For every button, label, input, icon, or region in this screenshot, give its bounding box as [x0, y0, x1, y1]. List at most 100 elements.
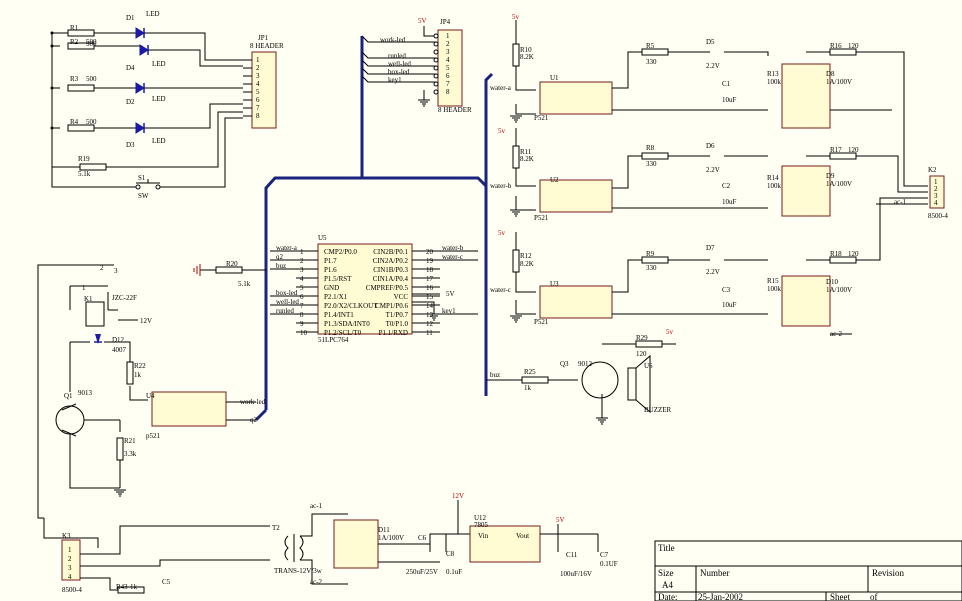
size-value: A4 [662, 580, 673, 590]
jp4-pin-terminal-7 [433, 81, 439, 87]
label-r17: R17 [830, 146, 842, 154]
u5-pin-13: 13 [426, 311, 434, 319]
revision-label: Revision [872, 568, 905, 578]
label-c11: C11 [566, 551, 578, 559]
label-d11: D11 [378, 526, 390, 534]
u5-pin-name-11: P1.1/RXD [379, 329, 408, 337]
label-jp1: JP1 [258, 34, 269, 42]
ac-channel-b: R8 330 D6 2.2V C2 10uF R14 100k D9 1A/10… [612, 142, 928, 217]
u5-pin-name-19: CIN2A/P0.2 [373, 257, 409, 265]
bus-right-top [484, 72, 494, 186]
label-r10: R10 [520, 46, 532, 54]
label-r21-value: 3.3k [124, 450, 137, 458]
u5-pin-name-12: T0/P1.0 [386, 320, 409, 328]
label-r2: R2 [70, 38, 79, 46]
ac-channel-a: R5 330 D5 2.2V C1 10uF R13 100k D8 1A/10… [612, 38, 928, 187]
k3-pin-1: 1 [68, 546, 72, 554]
label-r5-value: 330 [646, 58, 657, 66]
label-u1: U1 [550, 74, 559, 82]
label-r25: R25 [524, 368, 536, 376]
label-u12: U12 [474, 514, 487, 522]
u5-net-label-6: box-led [276, 289, 298, 297]
u5-net-label-3: buz [276, 262, 286, 270]
label-s1-value: SW [138, 192, 149, 200]
u5-pin-10: 10 [300, 329, 308, 337]
u5-pin-12: 12 [426, 320, 434, 328]
u5-pin-name-18: CIN1B/P0.3 [373, 266, 408, 274]
jp4-pin-terminal-8 [433, 89, 439, 95]
label-jp4: JP4 [440, 18, 451, 26]
label-r18-value: 120 [848, 250, 859, 258]
label-u3-value: P521 [534, 318, 549, 326]
net-work-led-jp4: work-led [380, 36, 406, 44]
label-c6-value: 250uF/25V [406, 568, 438, 576]
label-q1-value: 9013 [78, 389, 93, 397]
u5-net-label-20: water-b [442, 244, 464, 252]
label-r12: R12 [520, 252, 532, 260]
date-value: 25-Jan-2002 [698, 592, 743, 601]
buzzer-driver: buz R25 1k Q3 9012 R29 120 5v U6 BUZZER [486, 328, 676, 425]
u4-optocoupler: U4 p521 work-led q2 [146, 391, 266, 440]
led-section: R1 500 R2 500 R3 500 R4 500 R19 5.1k S1 … [50, 10, 243, 200]
u5-pin-name-9: P1.3/SDA/INT0 [324, 320, 370, 328]
label-r29: R29 [636, 334, 648, 342]
u5-net-label-1: water-a [276, 244, 298, 252]
label-c2-value: 10uF [722, 198, 737, 206]
k3-pin-2: 2 [68, 555, 72, 563]
k1-contact-3: 3 [114, 267, 118, 275]
jp1-pin-8: 8 [256, 112, 260, 120]
label-d12-value: 4007 [112, 346, 127, 354]
u5-pin-19: 19 [426, 257, 434, 265]
u5-pin-name-5: GND [324, 284, 339, 292]
k1-contact-1: 1 [82, 284, 86, 292]
u5-net-label-19: water-c [442, 253, 463, 261]
label-r5: R5 [646, 42, 655, 50]
net-5v-buzzer: 5v [666, 328, 674, 336]
net-work-led-u4: work-led [240, 398, 266, 406]
u5-pin-1: 1 [300, 248, 304, 256]
jp1-pin-2: 2 [256, 64, 260, 72]
label-d8: D8 [826, 70, 835, 78]
label-r22: R22 [134, 362, 146, 370]
k3-pin-3: 3 [68, 564, 72, 572]
u5-pin-16: 16 [426, 284, 434, 292]
u5-pin-8: 8 [300, 311, 304, 319]
u5-pin-name-3: P1.6 [324, 266, 337, 274]
label-jp4-value: 8 HEADER [438, 106, 472, 114]
sheet-label: Sheet [830, 592, 850, 601]
label-r16-value: 120 [848, 42, 859, 50]
label-r1: R1 [70, 24, 79, 32]
net-ac-2-right: ac-2 [830, 330, 843, 338]
label-k3-value: 8500-4 [62, 586, 82, 594]
u5-net-label-7: well-led [276, 298, 299, 306]
jp4-pin-1: 1 [446, 32, 450, 40]
label-r13-value: 100k [767, 78, 782, 86]
label-c1-value: 10uF [722, 96, 737, 104]
net-5v-b: 5v [498, 127, 506, 135]
label-k1-value: JZC-22F [112, 294, 137, 302]
net-buz-q3: buz [490, 371, 500, 379]
label-d3: D3 [126, 141, 135, 149]
label-r10-value: 8.2K [520, 53, 534, 61]
net-runled-jp4: runled [388, 52, 406, 60]
label-c7: C7 [600, 551, 609, 559]
u5-net-label-2: q2 [276, 253, 284, 261]
label-r43: R43 [116, 583, 128, 591]
label-u3: U3 [550, 280, 559, 288]
label-d7-value: 2.2V [706, 268, 720, 276]
jp4-pin-terminal-2 [433, 41, 439, 47]
u5-pin-name-4: P1.5/RST [324, 275, 352, 283]
net-water-a: water-a [490, 84, 512, 92]
net-5v-c: 5v [498, 229, 506, 237]
label-r21: R21 [124, 437, 136, 445]
label-r12-value: 8.2K [520, 260, 534, 268]
label-r13: R13 [767, 70, 779, 78]
label-r14-value: 100k [767, 182, 782, 190]
jp1-pin-1: 1 [256, 56, 260, 64]
u5-pin-name-13: T1/P0.7 [386, 311, 409, 319]
jp1-pin-5: 5 [256, 88, 260, 96]
